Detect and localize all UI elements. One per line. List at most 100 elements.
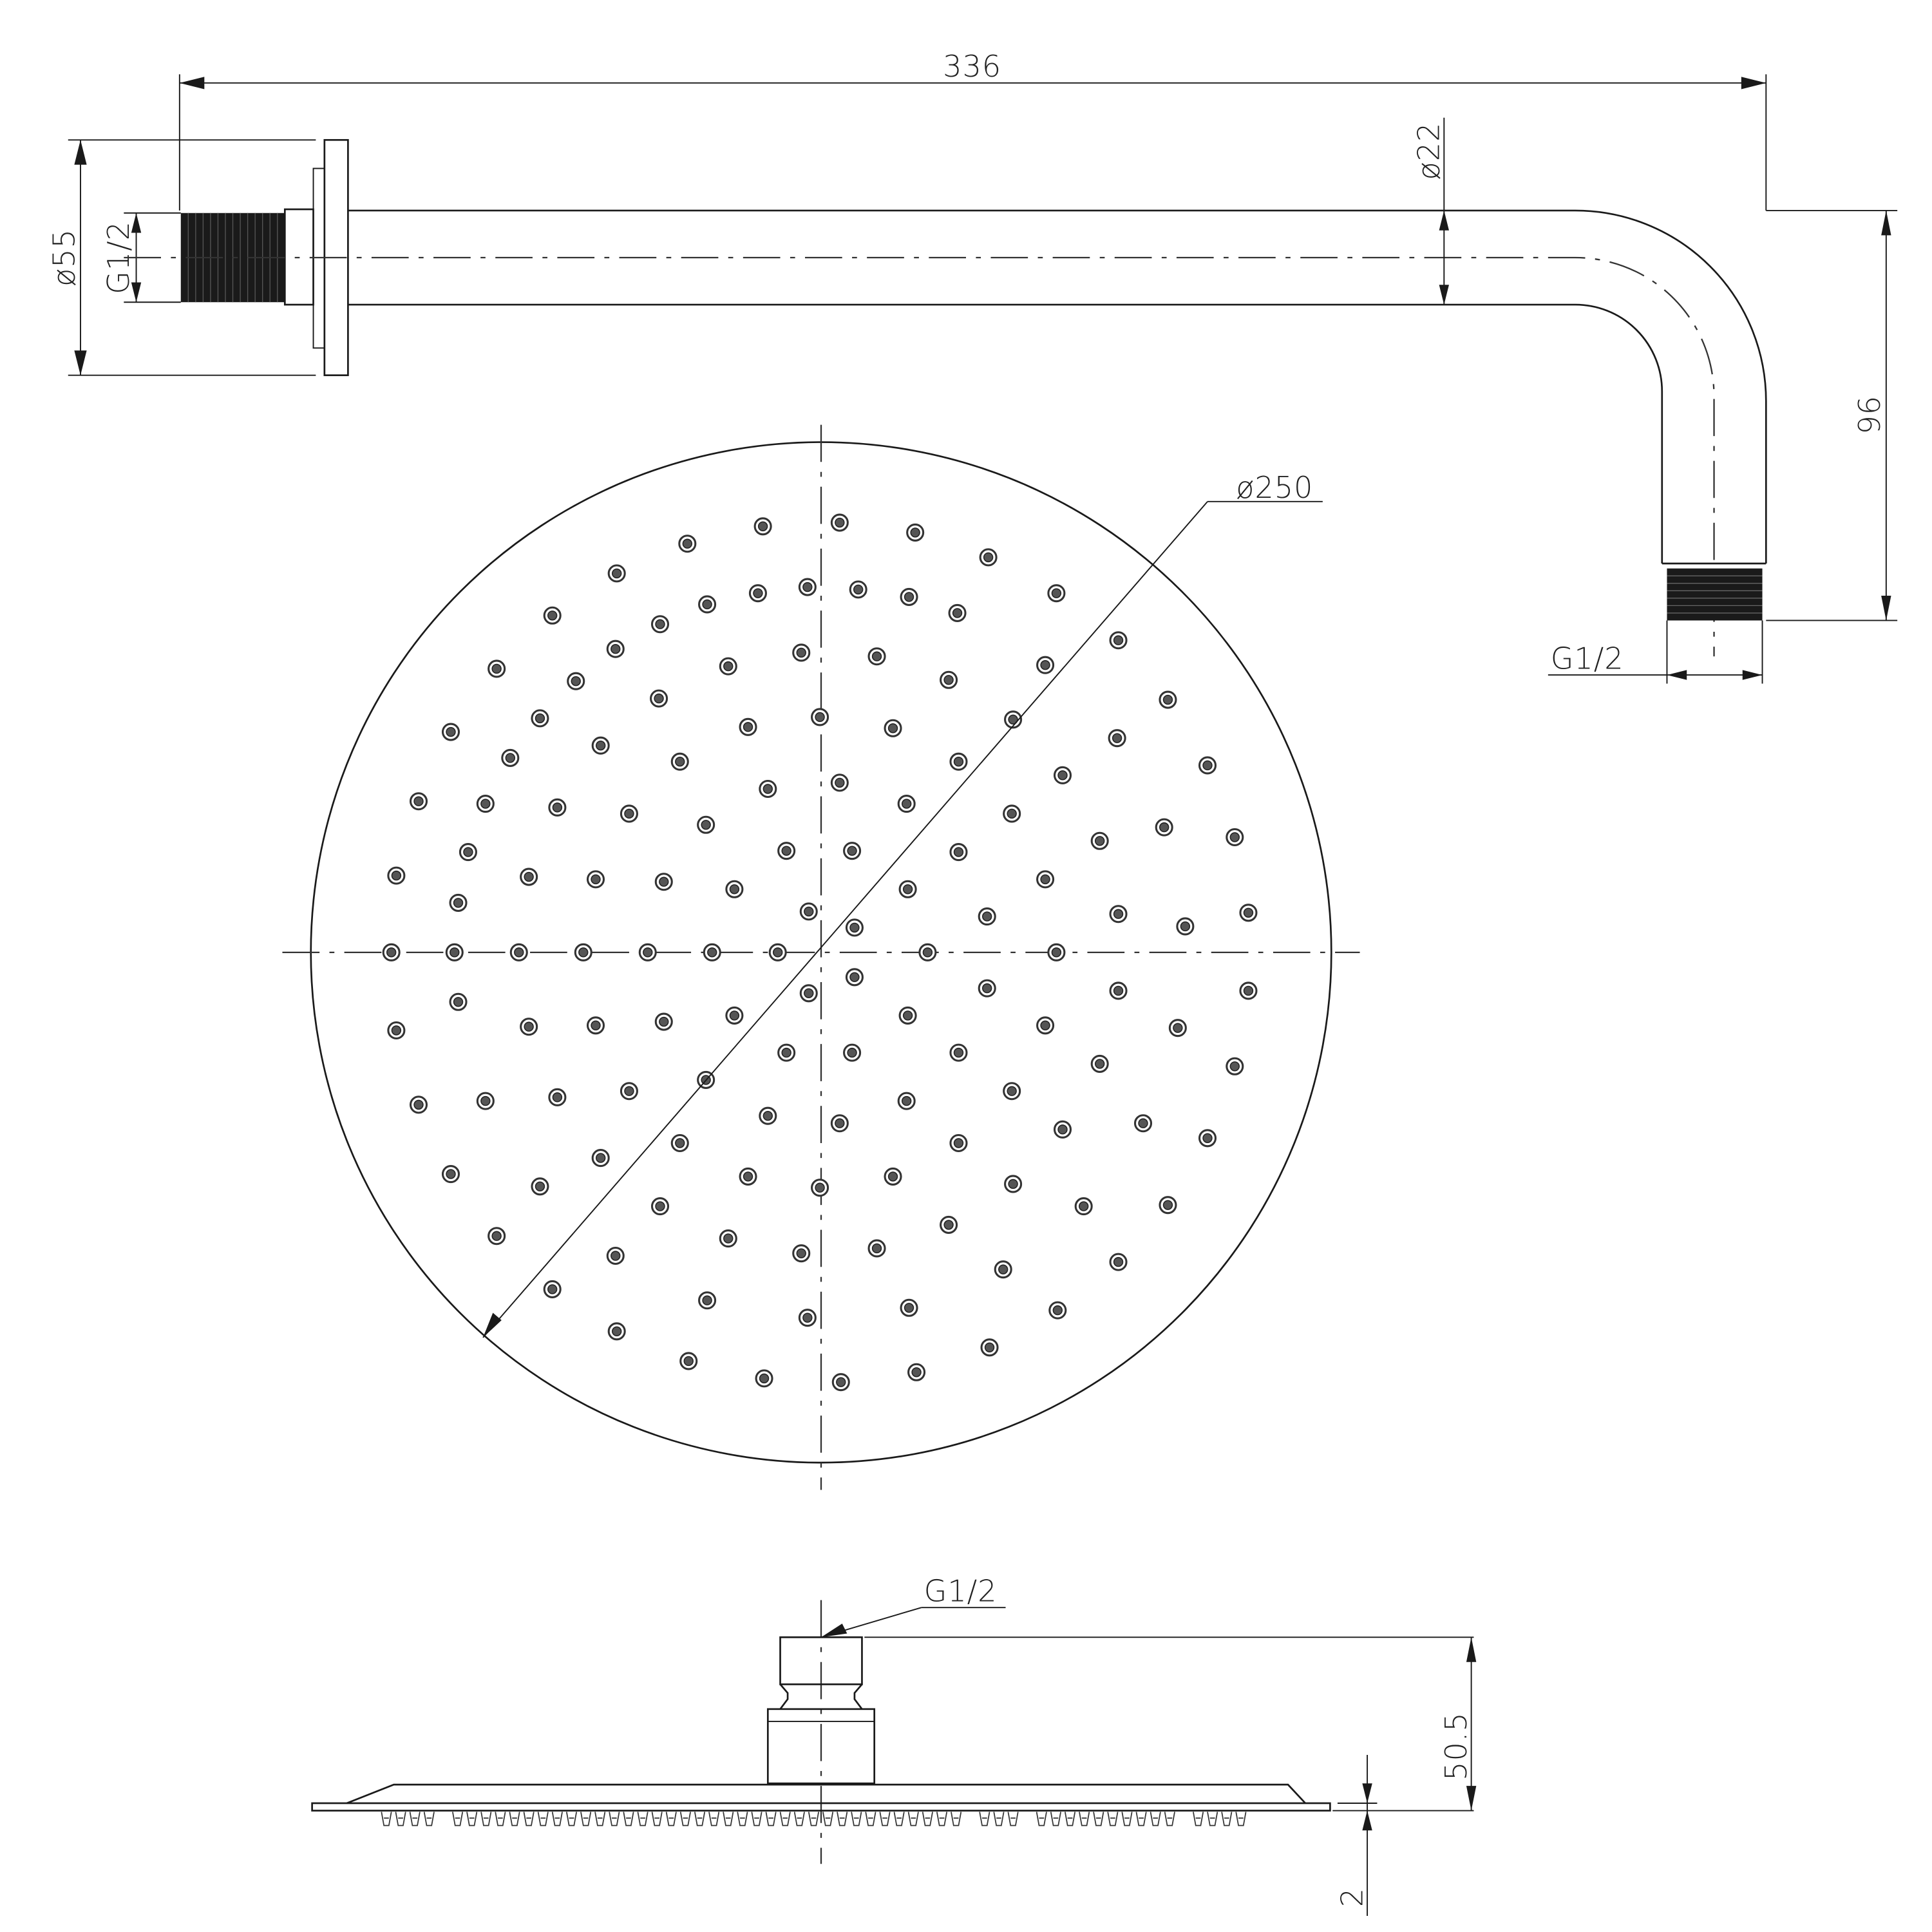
nozzle-ring-icon: [980, 1338, 999, 1357]
nozzle-ring-icon: [670, 752, 689, 771]
nozzle-ring-icon: [606, 1246, 625, 1265]
nozzle-tip: [1036, 1812, 1047, 1826]
nozzle-ring-icon: [1004, 710, 1023, 729]
nozzle-ring-icon: [1036, 1016, 1055, 1035]
nozzle-ring-icon: [1036, 870, 1055, 889]
nozzle-ring-icon: [843, 1043, 862, 1062]
nozzle-ring-icon: [654, 1012, 673, 1031]
nozzle-tip: [808, 1812, 820, 1826]
nozzle-ring-icon: [900, 1298, 918, 1317]
nozzle-tip: [651, 1812, 663, 1826]
head-diameter-label: ø250: [1236, 470, 1313, 505]
nozzle-tip: [609, 1812, 620, 1826]
nozzle-tip: [993, 1812, 1005, 1826]
nozzle-tip: [1079, 1812, 1090, 1826]
nozzle-ring-icon: [1003, 1082, 1021, 1101]
nozzle-ring-icon: [441, 1165, 460, 1184]
nozzle-ring-icon: [488, 1227, 506, 1245]
nozzle-ring-icon: [449, 992, 468, 1011]
nozzle-ring-icon: [1109, 1253, 1128, 1271]
pipe-diameter-label: ø22: [1412, 122, 1446, 180]
nozzle-ring-icon: [830, 773, 849, 792]
nozzle-tip: [922, 1812, 933, 1826]
nozzle-ring-icon: [586, 870, 605, 889]
nozzle-tip: [395, 1812, 406, 1826]
nozzle-tip: [822, 1812, 834, 1826]
nozzle-ring-icon: [586, 1016, 605, 1035]
nozzle-ring-icon: [488, 659, 506, 678]
nozzle-tip: [637, 1812, 649, 1826]
nozzle-ring-icon: [811, 708, 829, 726]
nozzle-ring-icon: [725, 1006, 744, 1025]
nozzle-ring-icon: [567, 672, 585, 690]
nozzle-tip: [594, 1812, 606, 1826]
nozzle-tip: [708, 1812, 720, 1826]
nozzle-ring-icon: [798, 578, 817, 596]
nozzle-ring-icon: [949, 1133, 968, 1153]
nozzle-ring-icon: [1074, 1197, 1093, 1216]
nozzle-tip: [452, 1812, 464, 1826]
nozzle-ring-icon: [1004, 1175, 1023, 1193]
nozzle-ring-icon: [1239, 904, 1258, 922]
nozzle-tip: [694, 1812, 706, 1826]
nozzle-tip: [580, 1812, 592, 1826]
nozzle-tip: [1135, 1812, 1147, 1826]
nozzle-ring-icon: [531, 1177, 549, 1196]
nozzle-ring-icon: [759, 1106, 777, 1125]
nozzle-ring-icon: [1109, 981, 1128, 1000]
nozzle-ring-icon: [650, 689, 668, 708]
nozzle-ring-icon: [1159, 690, 1177, 709]
nozzle-ring-icon: [697, 815, 715, 834]
nozzle-ring-icon: [1047, 584, 1066, 603]
nozzle-tip: [679, 1812, 691, 1826]
nozzle-tip: [623, 1812, 634, 1826]
nozzle-ring-icon: [543, 1280, 562, 1298]
nozzle-ring-icon: [1003, 804, 1021, 823]
nozzle-ring-icon: [520, 867, 538, 886]
nozzle-ring-icon: [719, 1229, 737, 1248]
nozzle-ring-icon: [607, 564, 626, 583]
nozzle-ring-icon: [1168, 1019, 1187, 1037]
nozzle-ring-icon: [907, 1363, 926, 1381]
nozzle-ring-icon: [591, 1149, 610, 1168]
nozzle-ring-icon: [1053, 766, 1072, 784]
nozzle-tip: [907, 1812, 919, 1826]
nozzle-tip: [1193, 1812, 1204, 1826]
nozzle-tip: [423, 1812, 435, 1826]
shower-head-top-view: ø250: [282, 424, 1360, 1490]
nozzle-tip: [851, 1812, 862, 1826]
nozzle-tip: [1107, 1812, 1119, 1826]
nozzle-ring-icon: [531, 709, 549, 728]
nozzle-tip: [409, 1812, 421, 1826]
nozzle-ring-icon: [574, 943, 592, 961]
shower-arm-view: 336 ø55 G1/2: [46, 49, 1898, 684]
outlet-thread-label: G1/2: [1551, 641, 1624, 676]
nozzle-tip: [381, 1812, 392, 1826]
nozzle-ring-icon: [548, 1088, 567, 1106]
nozzle-pattern: [382, 513, 1258, 1392]
nozzle-ring-icon: [606, 639, 625, 658]
nozzle-ring-icon: [1159, 1196, 1177, 1215]
nozzle-ring-icon: [501, 748, 520, 767]
nozzle-ring-icon: [1090, 1054, 1109, 1073]
shower-head-side-view: G1/2 50.5 2: [311, 1574, 1477, 1916]
nozzle-ring-icon: [703, 943, 721, 961]
nozzle-ring-icon: [979, 548, 998, 567]
nozzle-ring-icon: [845, 968, 864, 987]
nozzle-ring-icon: [799, 902, 818, 921]
nozzle-ring-icon: [994, 1260, 1012, 1279]
nozzle-ring-icon: [1109, 631, 1128, 650]
nozzle-ring-icon: [1108, 729, 1126, 748]
nozzle-ring-icon: [476, 1092, 495, 1110]
nozzle-ring-icon: [978, 907, 996, 926]
nozzle-ring-icon: [1176, 917, 1195, 936]
nozzle-tip: [537, 1812, 549, 1826]
nozzle-ring-icon: [698, 595, 717, 614]
nozzle-tip: [1064, 1812, 1076, 1826]
nozzle-ring-icon: [799, 984, 818, 1003]
nozzle-ring-icon: [978, 979, 996, 998]
nozzle-tip: [551, 1812, 563, 1826]
side-inlet-thread-label: G1/2: [924, 1574, 998, 1609]
nozzle-ring-icon: [620, 804, 638, 823]
